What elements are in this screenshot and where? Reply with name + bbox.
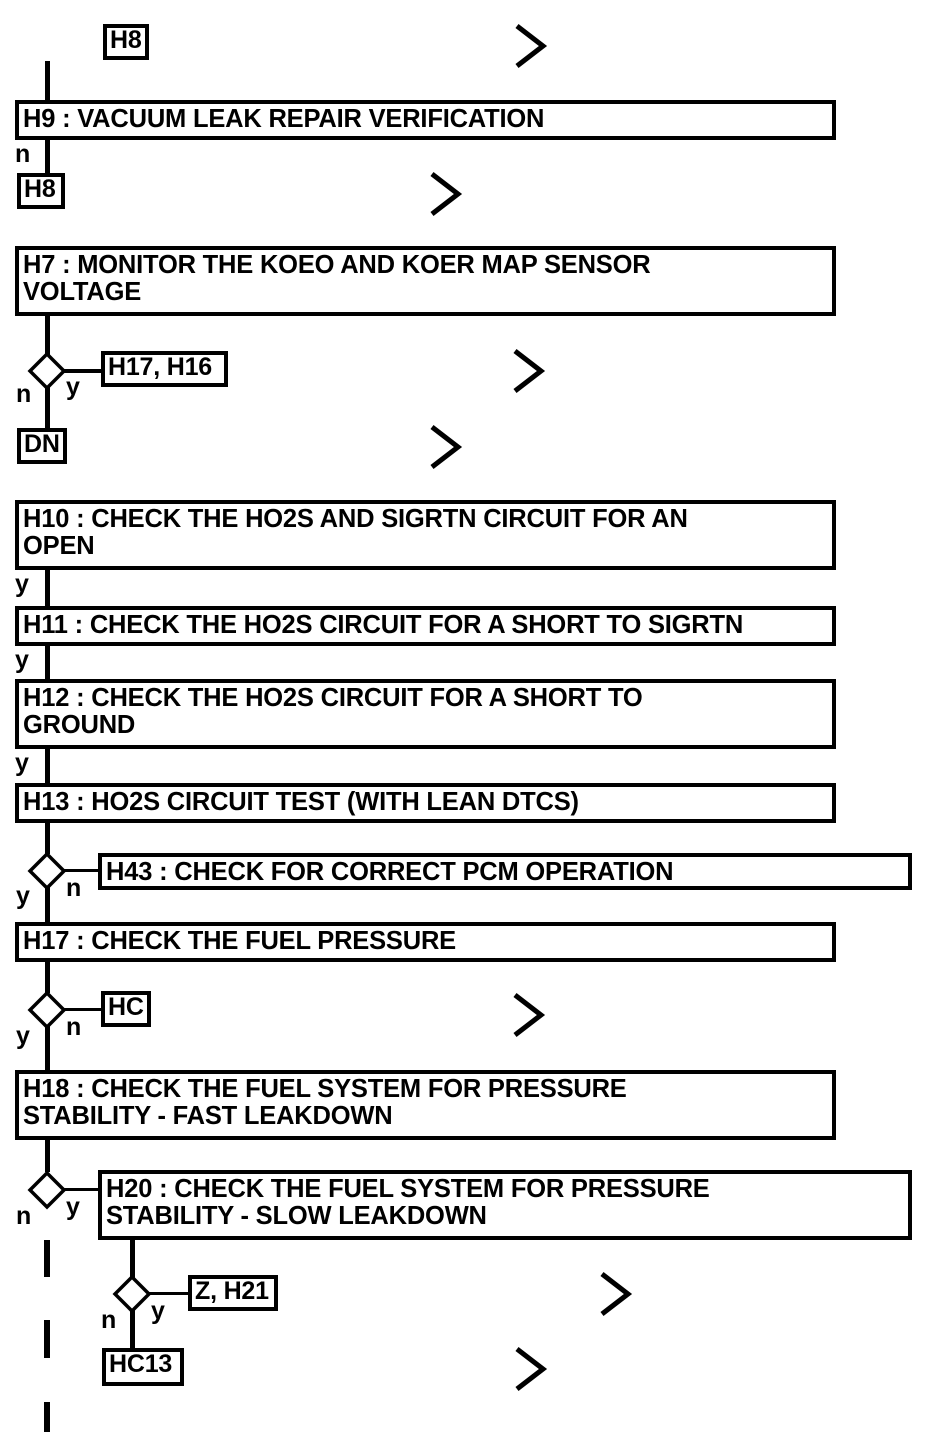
branch-label-h17-yes: y <box>16 1022 30 1050</box>
node-h9[interactable]: H9 : VACUUM LEAK REPAIR VERIFICATION <box>15 100 836 140</box>
chevron-6-icon <box>598 1270 634 1318</box>
node-dn[interactable]: DN <box>17 428 67 464</box>
branch-label-h13-no: n <box>66 874 82 902</box>
branch-label-h9-no: n <box>15 140 31 168</box>
branch-label-h12-yes: y <box>15 749 29 777</box>
connector-line-h7-yes <box>62 369 102 373</box>
dashed-continuation-segment-3 <box>44 1402 50 1432</box>
decision-diamond-h18[interactable] <box>27 1170 67 1210</box>
connector-line-h7-to-dn <box>45 387 50 429</box>
connector-line-h20-to-diamond <box>130 1238 135 1280</box>
connector-line-h10-to-h11 <box>45 568 50 608</box>
node-h7[interactable]: H7 : MONITOR THE KOEO AND KOER MAP SENSO… <box>15 246 836 316</box>
node-h12[interactable]: H12 : CHECK THE HO2S CIRCUIT FOR A SHORT… <box>15 679 836 749</box>
branch-label-h7-no: n <box>16 380 32 408</box>
node-h43[interactable]: H43 : CHECK FOR CORRECT PCM OPERATION <box>98 853 912 890</box>
chevron-4-icon <box>428 423 464 471</box>
chevron-3-icon <box>511 347 547 395</box>
connector-line-h13-to-diamond <box>45 821 50 854</box>
connector-line-h20-yes <box>147 1292 189 1295</box>
connector-line-h20-to-hc13 <box>130 1310 135 1350</box>
branch-label-h20-yes: y <box>151 1297 165 1325</box>
chevron-5-icon <box>511 991 547 1039</box>
node-h20[interactable]: H20 : CHECK THE FUEL SYSTEM FOR PRESSURE… <box>98 1170 912 1240</box>
branch-label-h10-yes: y <box>15 570 29 598</box>
connector-line-h13-to-h17 <box>45 887 50 925</box>
decision-diamond-h20[interactable] <box>112 1274 152 1314</box>
node-h13[interactable]: H13 : HO2S CIRCUIT TEST (WITH LEAN DTCS) <box>15 783 836 823</box>
node-h18[interactable]: H18 : CHECK THE FUEL SYSTEM FOR PRESSURE… <box>15 1070 836 1140</box>
branch-label-h11-yes: y <box>15 646 29 674</box>
decision-diamond-h17[interactable] <box>27 990 67 1030</box>
node-h8-second[interactable]: H8 <box>17 173 65 209</box>
connector-line-h13-no <box>62 869 102 872</box>
node-h10[interactable]: H10 : CHECK THE HO2S AND SIGRTN CIRCUIT … <box>15 500 836 570</box>
node-h8-top[interactable]: H8 <box>103 24 149 60</box>
branch-label-h7-yes: y <box>66 373 80 401</box>
node-h17-h16[interactable]: H17, H16 <box>101 351 228 387</box>
connector-line-h7-to-diamond <box>45 314 50 356</box>
connector-line-h9-to-h8b <box>45 140 50 174</box>
node-h17[interactable]: H17 : CHECK THE FUEL PRESSURE <box>15 922 836 962</box>
branch-label-h18-no: n <box>16 1202 32 1230</box>
connector-line-h11-to-h12 <box>45 644 50 682</box>
dashed-continuation-segment-2 <box>44 1320 50 1358</box>
node-z-h21[interactable]: Z, H21 <box>188 1275 278 1311</box>
chevron-7-icon <box>513 1345 549 1393</box>
connector-line-into-h9 <box>45 61 50 103</box>
chevron-1-icon <box>513 22 549 70</box>
chevron-2-icon <box>428 170 464 218</box>
connector-line-h18-yes <box>62 1188 102 1191</box>
node-h11[interactable]: H11 : CHECK THE HO2S CIRCUIT FOR A SHORT… <box>15 606 836 646</box>
branch-label-h18-yes: y <box>66 1193 80 1221</box>
branch-label-h13-yes: y <box>16 882 30 910</box>
decision-diamond-h13[interactable] <box>27 851 67 891</box>
connector-line-h17-to-h18 <box>45 1026 50 1070</box>
node-hc[interactable]: HC <box>101 991 151 1027</box>
connector-line-h12-to-h13 <box>45 747 50 785</box>
connector-line-h18-to-diamond <box>45 1138 50 1172</box>
connector-line-h17-no <box>62 1008 102 1011</box>
node-hc13[interactable]: HC13 <box>102 1348 184 1386</box>
decision-diamond-h7[interactable] <box>27 351 67 391</box>
branch-label-h20-no: n <box>101 1306 117 1334</box>
connector-line-h17-to-diamond <box>45 960 50 993</box>
dashed-continuation-segment-1 <box>44 1240 50 1277</box>
branch-label-h17-no: n <box>66 1013 82 1041</box>
